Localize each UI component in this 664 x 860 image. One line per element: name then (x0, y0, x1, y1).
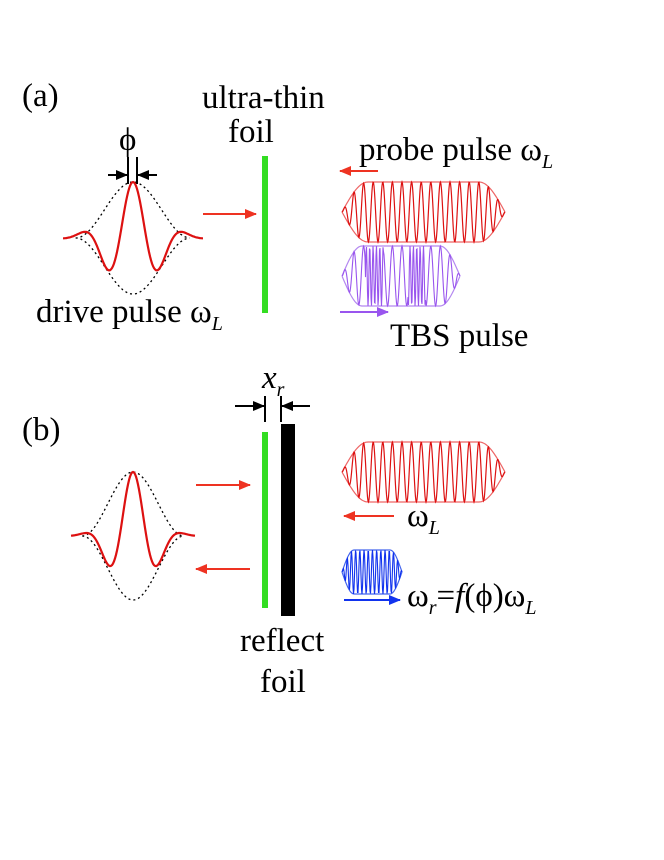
reflect-foil-label-line1: reflect (240, 623, 324, 659)
drive-pulse-b-wave (70, 470, 196, 568)
probe-pulse-wave (341, 179, 506, 245)
reflect-foil (281, 424, 295, 616)
reflect-foil-label-line2: foil (260, 664, 306, 700)
reflected-pulse-wave (341, 550, 403, 594)
probe-pulse-b-envelope (341, 441, 506, 503)
drive-pulse-label: drive pulse ωL (36, 294, 223, 335)
probe-pulse-envelope (341, 181, 506, 243)
probe-b-omega-label: ωL (407, 498, 440, 539)
panel-a: (a) ultra-thin foil ϕ drive pulse ωL pro… (22, 78, 553, 354)
panel-b: (b) xr reflect foil ωL ωr=f(ϕ)ωL (22, 360, 537, 700)
panel-a-label: (a) (22, 78, 59, 114)
probe-pulse-b-wave (341, 439, 506, 505)
foil-label-line2: foil (228, 114, 274, 150)
drive-pulse-wave (63, 180, 203, 272)
phase-symbol: ϕ (119, 122, 136, 158)
tbs-pulse-label: TBS pulse (390, 318, 528, 354)
foil-label-line1: ultra-thin (202, 80, 325, 116)
reflected-frequency-label: ωr=f(ϕ)ωL (407, 578, 537, 619)
drive-pulse-envelope (75, 181, 190, 295)
gap-label: xr (261, 360, 285, 401)
drive-pulse-b-envelope (82, 471, 184, 601)
probe-pulse-label: probe pulse ωL (359, 132, 553, 173)
reflected-pulse-envelope (341, 549, 403, 595)
tbs-pulse-wave (341, 244, 461, 308)
panel-b-label: (b) (22, 412, 60, 448)
